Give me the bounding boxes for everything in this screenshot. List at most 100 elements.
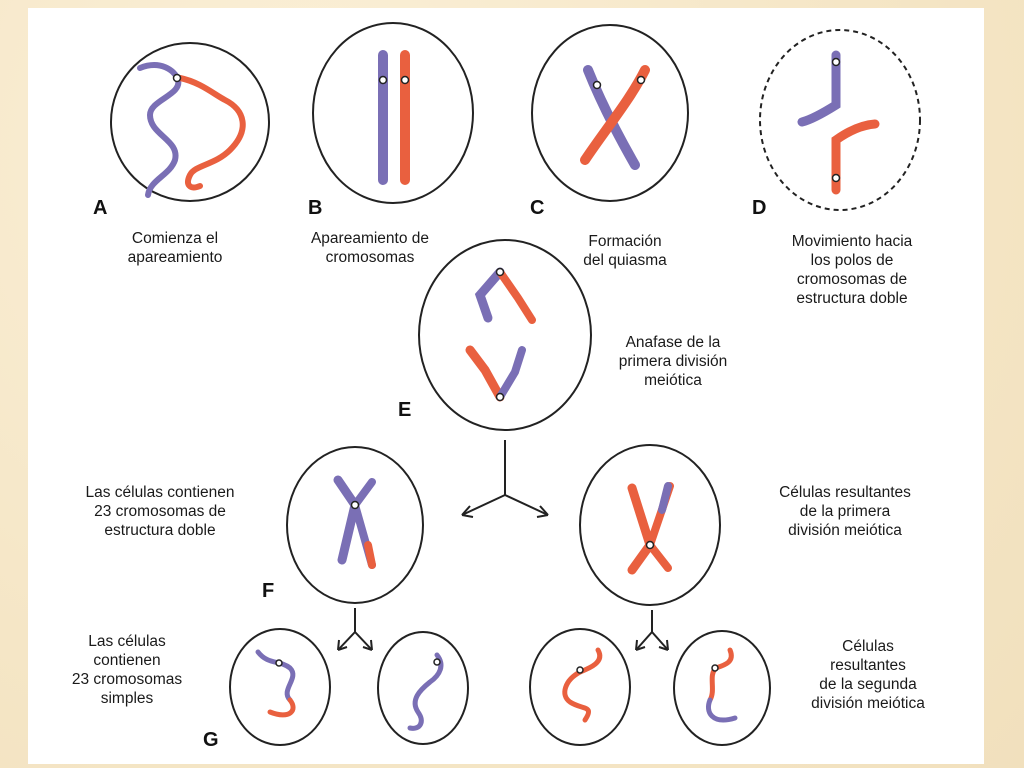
cell-g1-membrane [229,628,331,746]
cell-g1 [229,628,331,746]
svg-text:Anafase de la: Anafase de la [626,334,721,351]
svg-text:Formación: Formación [588,233,661,250]
cell-f-chromosome-arm-1 [333,475,360,565]
cell-d-chromosome-purple [797,50,841,127]
svg-text:primera división: primera división [619,353,728,370]
svg-text:Células: Células [842,638,894,655]
stage-letter-g: G [203,729,219,751]
cell-c-centromere-1 [592,80,602,90]
cell-e-centromere-1 [495,267,505,277]
cell-b-centromere-1 [378,75,388,85]
svg-text:Movimiento hacia: Movimiento hacia [792,233,913,250]
svg-text:del quiasma: del quiasma [583,252,667,269]
cell-g3-membrane [529,628,631,746]
cell-f-crossover-segment [364,541,376,569]
arrow-f2-split [635,610,669,651]
arrow-e-split [461,440,549,518]
cell-g1-chromosome-purple [255,649,296,703]
caption-first-division-result: Células resultantes de la primera divisi… [779,484,911,539]
cell-first-division-centromere [645,540,655,550]
caption-g: Las células contienen 23 cromosomas simp… [72,633,183,707]
cell-a-centromere [172,73,182,83]
cell-d-chromosome-red [831,119,880,195]
cell-first-division-result [579,444,721,606]
cell-e-centromere-2 [495,392,505,402]
stage-letter-b: B [308,197,322,219]
cell-d-membrane [759,29,921,211]
cell-a-chromosome-purple [137,62,182,198]
svg-text:simples: simples [101,690,154,707]
cell-first-division-crossover [658,482,672,514]
svg-text:de la primera: de la primera [800,503,891,520]
arrow-f-split [337,608,373,651]
svg-text:meiótica: meiótica [644,372,702,389]
cell-c-chromosome-purple [583,65,640,170]
cell-f [286,446,424,604]
svg-text:23 cromosomas: 23 cromosomas [72,671,183,688]
cell-first-division-arm-1 [627,483,655,575]
caption-b: Apareamiento de cromosomas [311,230,429,266]
svg-text:Las células: Las células [88,633,166,650]
cell-f-membrane [286,446,424,604]
caption-second-division-result: Células resultantes de la segunda divisi… [811,638,925,712]
cell-a-chromosome-red [177,75,246,191]
cell-d-centromere-2 [831,173,841,183]
svg-text:cromosomas: cromosomas [326,249,415,266]
cell-e [418,239,592,431]
caption-d: Movimiento hacia los polos de cromosomas… [792,233,913,307]
cell-b-membrane [312,22,474,204]
cell-g4 [673,630,771,746]
cell-g3-chromosome-red [562,647,603,723]
stage-letter-d: D [752,197,766,219]
cell-g2 [377,631,469,745]
svg-text:apareamiento: apareamiento [128,249,223,266]
cell-g4-membrane [673,630,771,746]
cell-d [759,29,921,211]
stage-letter-c: C [530,197,544,219]
stage-letter-f: F [262,580,274,602]
cell-e-membrane [418,239,592,431]
svg-text:de la segunda: de la segunda [819,676,917,693]
cell-a-membrane [110,42,270,202]
cell-e-chromosome-upper-red [496,268,536,324]
cell-e-chromosome-lower-red [465,345,505,402]
svg-text:estructura doble: estructura doble [796,290,907,307]
svg-text:Las células contienen: Las células contienen [85,484,234,501]
caption-f: Las células contienen 23 cromosomas de e… [85,484,234,539]
svg-text:los polos de: los polos de [811,252,894,269]
cell-first-division-membrane [579,444,721,606]
cell-g4-chromosome-red [707,647,734,703]
stage-letter-e: E [398,399,411,421]
svg-text:división meiótica: división meiótica [811,695,925,712]
cell-g2-chromosome-purple [407,652,444,731]
cell-g3-centromere [576,666,584,674]
cell-g1-chromosome-red [267,697,296,718]
cell-g4-centromere [711,664,719,672]
cell-d-centromere-1 [831,57,841,67]
cell-g4-chromosome-purple [706,697,738,723]
caption-a: Comienza el apareamiento [128,230,223,266]
svg-text:Comienza el: Comienza el [132,230,218,247]
cell-e-chromosome-lower-purple [496,346,526,401]
cell-b-centromere-2 [400,75,410,85]
svg-text:estructura doble: estructura doble [104,522,215,539]
svg-text:contienen: contienen [93,652,160,669]
caption-c: Formación del quiasma [583,233,667,269]
cell-c-centromere-2 [636,75,646,85]
svg-text:resultantes: resultantes [830,657,906,674]
stage-letter-a: A [93,197,107,219]
cell-g1-centromere [275,659,283,667]
cell-f-centromere [350,500,360,510]
caption-e: Anafase de la primera división meiótica [619,334,728,389]
svg-text:Apareamiento de: Apareamiento de [311,230,429,247]
svg-text:23 cromosomas de: 23 cromosomas de [94,503,226,520]
cell-g3 [529,628,631,746]
svg-text:Células resultantes: Células resultantes [779,484,911,501]
cell-c [531,24,689,202]
cell-e-chromosome-upper-purple [474,267,505,323]
cell-g2-centromere [433,658,441,666]
svg-text:cromosomas de: cromosomas de [797,271,907,288]
cell-g2-membrane [377,631,469,745]
